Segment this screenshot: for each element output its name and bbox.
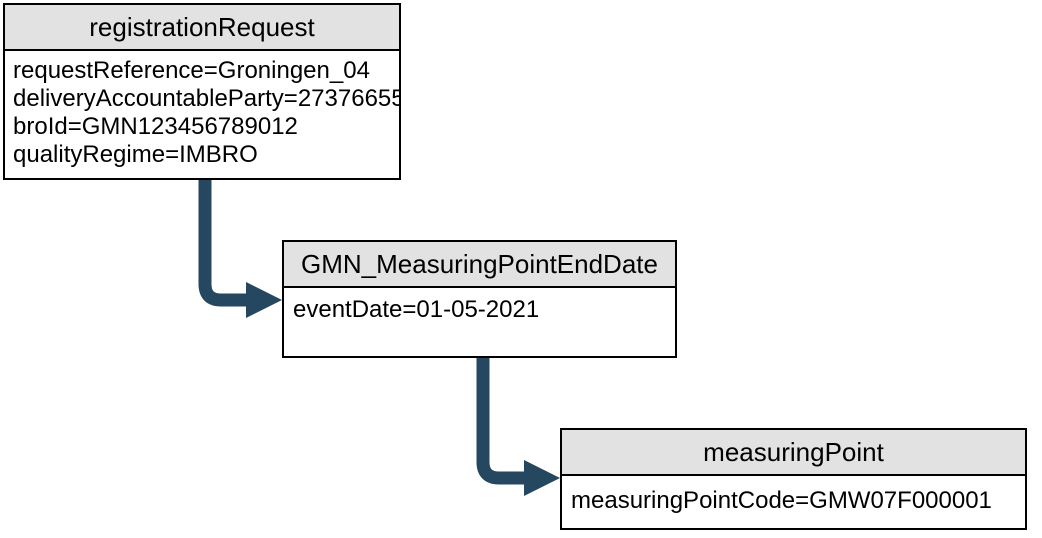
node-attribute-event-date: eventDate=01-05-2021	[293, 296, 540, 323]
node-registration-request: registrationRequest requestReference=Gro…	[3, 3, 401, 180]
node-attribute-measuring-point-code: measuringPointCode=GMW07F000001	[571, 487, 992, 514]
node-header: registrationRequest	[5, 5, 399, 51]
node-attribute-quality-regime: qualityRegime=IMBRO	[13, 141, 258, 168]
node-header: measuringPoint	[562, 430, 1025, 476]
connector-arrow-enddate-to-measuringpoint	[476, 356, 560, 496]
node-measuring-point: measuringPoint measuringPointCode=GMW07F…	[560, 428, 1027, 530]
node-title: registrationRequest	[89, 11, 315, 42]
node-attribute-request-reference: requestReference=Groningen_04	[13, 57, 370, 84]
node-attribute-delivery-accountable-party: deliveryAccountableParty=27376655	[13, 85, 399, 112]
node-header: GMN_MeasuringPointEndDate	[284, 242, 675, 288]
node-attribute-bro-id: broId=GMN123456789012	[13, 113, 298, 140]
node-body: requestReference=Groningen_04 deliveryAc…	[5, 51, 399, 176]
connector-arrow-registration-to-enddate	[198, 179, 282, 318]
node-body: eventDate=01-05-2021	[284, 288, 675, 354]
node-gmn-measuring-point-end-date: GMN_MeasuringPointEndDate eventDate=01-0…	[282, 240, 677, 358]
node-body: measuringPointCode=GMW07F000001	[562, 476, 1025, 526]
node-title: measuringPoint	[703, 436, 884, 467]
node-title: GMN_MeasuringPointEndDate	[301, 248, 658, 279]
